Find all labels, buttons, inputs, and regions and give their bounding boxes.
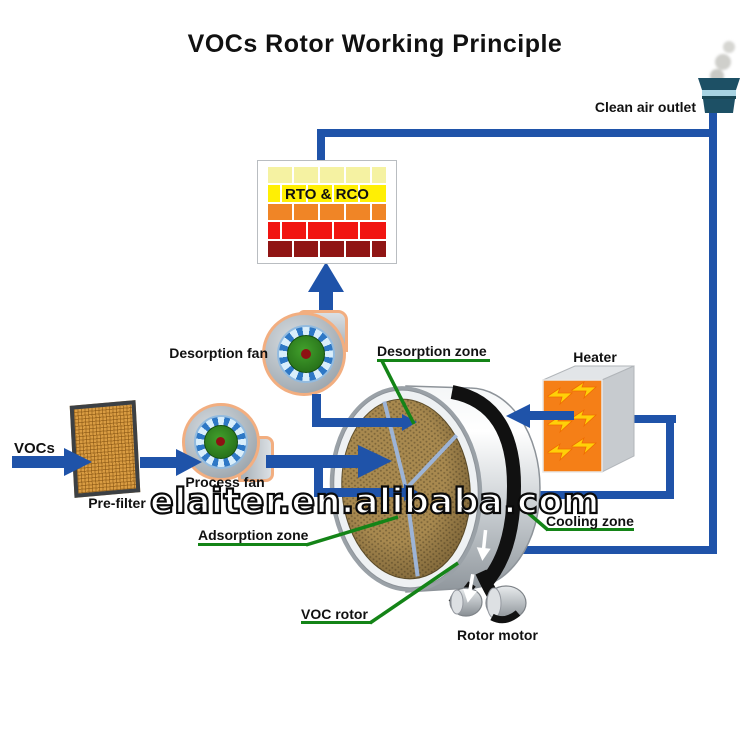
rto-row-pale-yellow	[268, 167, 386, 184]
pipe-top-horizontal	[317, 129, 716, 137]
belt-strap-left	[448, 581, 476, 608]
desorption-fan-hub	[301, 349, 311, 359]
vocs-arrow-bar	[12, 456, 64, 468]
desorption-pipe-tip	[402, 414, 417, 431]
process-fan-hub	[216, 437, 225, 446]
heater-side-face	[601, 365, 635, 473]
chimney-band-dark	[702, 96, 736, 99]
clean-air-outlet-label: Clean air outlet	[594, 99, 696, 115]
chimney-band-light	[702, 90, 736, 96]
pre-filter-label: Pre-filter	[88, 495, 146, 511]
page-title: VOCs Rotor Working Principle	[187, 30, 563, 58]
desorption-zone-label: Desorption zone	[377, 343, 487, 359]
adsorption-zone-underline	[198, 543, 308, 546]
adsorption-zone-label: Adsorption zone	[198, 527, 309, 543]
voc-rotor-label: VOC rotor	[301, 606, 368, 622]
pipe-chimney-vertical	[709, 110, 717, 550]
heater-box	[542, 365, 635, 473]
heater-arrow-bar	[528, 411, 574, 420]
filter-to-fan-arrow-bar	[140, 457, 176, 468]
pipe-cooling-inner-vertical	[666, 419, 674, 499]
pipe-heater-inlet	[624, 415, 676, 423]
pipe-cooling-outer-horizontal	[513, 546, 717, 554]
chimney-body	[703, 99, 735, 113]
arrow-up-into-rto	[308, 262, 344, 292]
rotor-motor-icon	[449, 585, 527, 624]
rotor-motor-label: Rotor motor	[457, 627, 538, 643]
rto-brick-rows	[268, 167, 386, 258]
fan-to-rotor-arrow-bar	[266, 455, 358, 468]
rto-rco-box: RTO & RCO	[257, 160, 397, 264]
rto-row-dark-red	[268, 240, 386, 258]
voc-rotor-leader	[369, 561, 459, 625]
watermark-text: elaiter.en.alibaba.com	[149, 481, 601, 523]
rto-row-orange	[268, 203, 386, 221]
fan-to-rotor-arrow-head	[358, 445, 392, 478]
heater-front-face	[542, 379, 603, 473]
belt-strap-right	[475, 569, 508, 614]
desorption-pipe-vertical	[312, 394, 321, 424]
rto-row-yellow	[268, 185, 386, 202]
heater-top-face	[542, 365, 635, 381]
pipe-rto-to-top	[317, 133, 325, 163]
pre-filter-panel	[69, 400, 141, 498]
rto-rco-label: RTO & RCO	[285, 186, 369, 203]
desorption-zone-underline	[377, 359, 490, 362]
chimney-cap	[698, 78, 740, 90]
vocs-label: VOCs	[14, 440, 55, 457]
belt-direction-arrows	[463, 529, 491, 603]
process-fan-label: Process fan	[185, 474, 265, 490]
desorption-zone-leader	[380, 360, 416, 425]
rto-row-red	[268, 222, 386, 239]
desorption-pipe-horizontal	[312, 418, 402, 427]
desorption-fan-label: Desorption fan	[169, 345, 268, 361]
cooling-zone-label: Cooling zone	[546, 513, 634, 529]
heater-flame-arrows-icon	[547, 380, 598, 462]
heater-label: Heater	[573, 349, 617, 365]
heater-arrow-head	[506, 404, 530, 428]
